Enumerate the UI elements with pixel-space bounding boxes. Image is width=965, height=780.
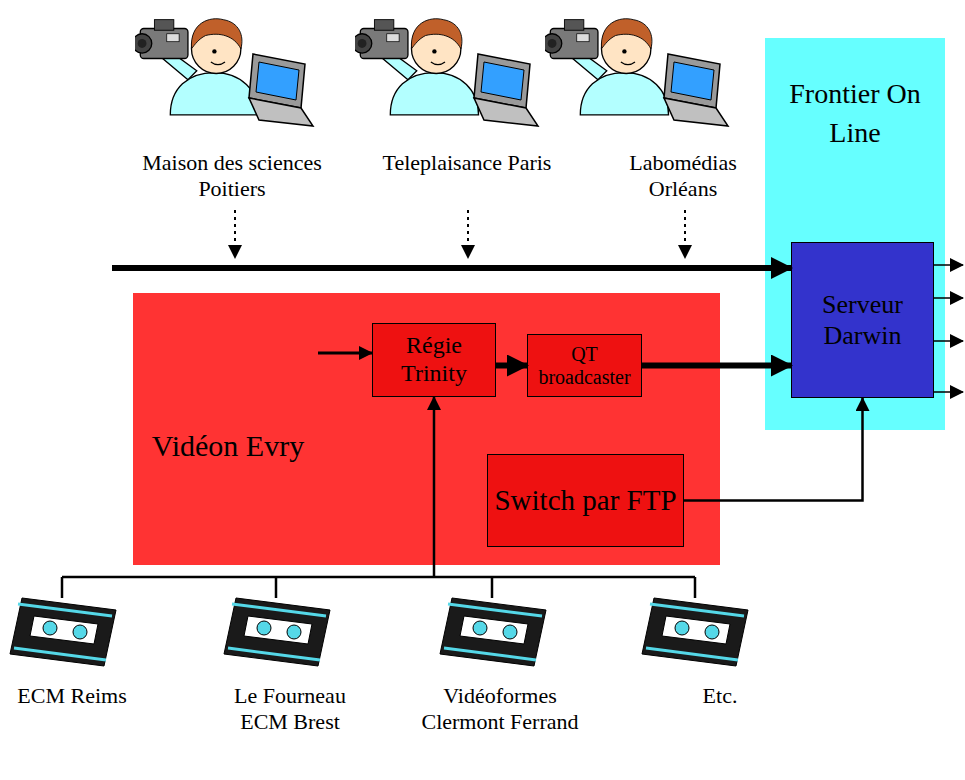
site-label: Maison des sciences Poitiers (117, 150, 347, 203)
contribution-bus (112, 265, 791, 271)
site-label: Etc. (670, 683, 770, 709)
switch-box: Switch par FTP (487, 454, 684, 547)
server-output (934, 297, 963, 299)
tape-drop (694, 577, 697, 598)
tape-drop (61, 577, 64, 598)
server-output (934, 264, 963, 266)
site-label: Vidéoformes Clermont Ferrand (410, 683, 590, 736)
layout-lines (62, 265, 963, 598)
source-arrows (235, 210, 685, 258)
box-label: QT broadcaster (528, 343, 641, 389)
server-panel: Frontier On LineServeur Darwin (765, 38, 945, 430)
control-room-box: Régie Trinity (372, 323, 496, 397)
site-label: Le Fourneau ECM Brest (215, 683, 365, 736)
panel-title: Vidéon Evry (143, 425, 313, 467)
flow-arrow (642, 363, 791, 369)
tape-feed (433, 397, 436, 577)
site-label: Labomédias Orléans (608, 150, 758, 203)
box-label: Switch par FTP (494, 484, 676, 517)
tape-bus (62, 576, 695, 579)
server-output (934, 340, 963, 342)
panel-title: Frontier On Line (765, 74, 945, 152)
vhs-tapes (10, 598, 748, 666)
broadcaster-box: QT broadcaster (527, 334, 642, 397)
site-label: ECM Reims (2, 683, 142, 709)
box-label: Serveur Darwin (792, 289, 933, 351)
flow-arrow (496, 363, 527, 369)
studio-panel: Vidéon Evry Régie Trinity QT broadcasterSw… (133, 293, 720, 565)
cameramen (132, 19, 728, 126)
camera-feed (318, 352, 372, 355)
tape-drop (275, 577, 278, 598)
box-label: Régie Trinity (373, 332, 495, 387)
tape-drop (491, 577, 494, 598)
server-output (934, 391, 963, 393)
site-label: Teleplaisance Paris (382, 150, 552, 176)
server-box: Serveur Darwin (791, 242, 934, 398)
